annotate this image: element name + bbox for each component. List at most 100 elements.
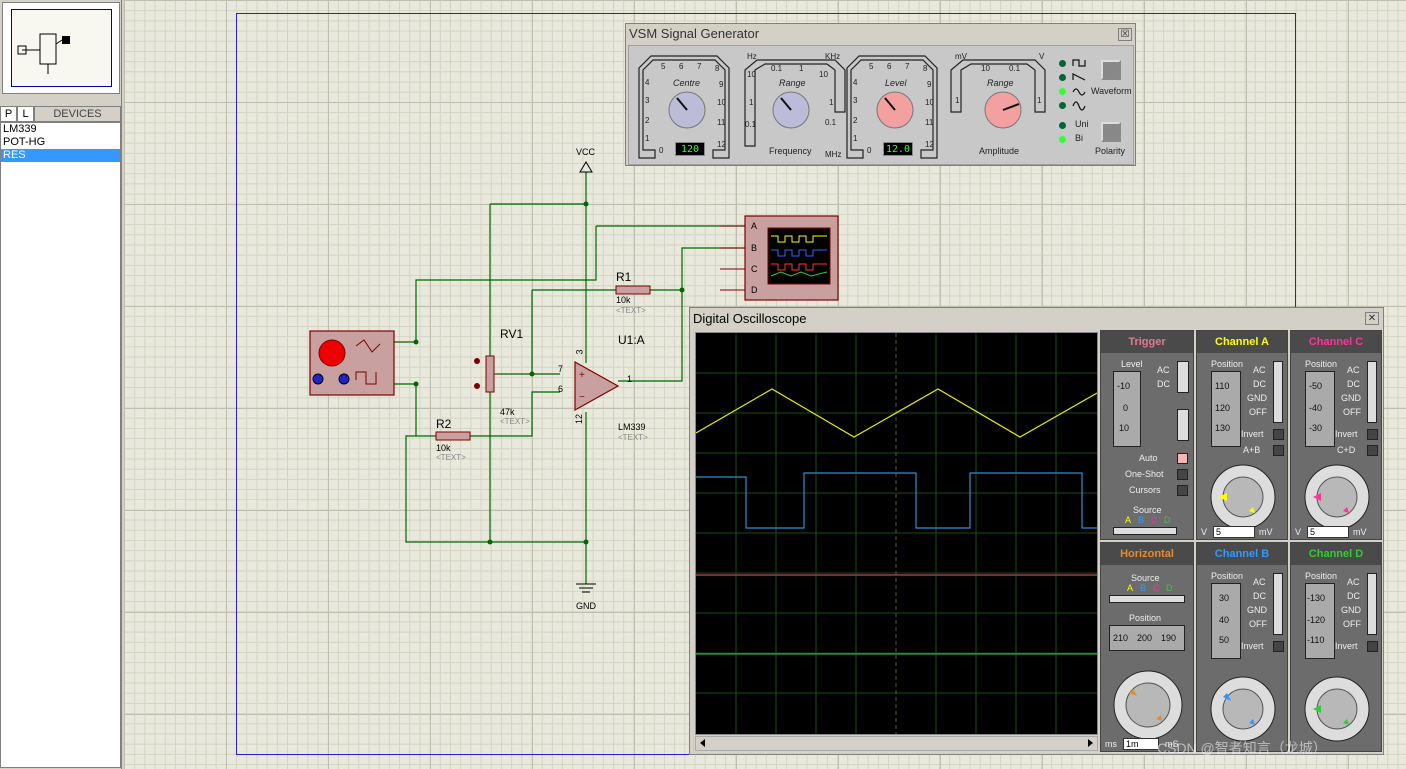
channel-b-coupling-switch[interactable] bbox=[1273, 573, 1283, 635]
signal-generator-title[interactable]: VSM Signal Generator bbox=[626, 24, 1135, 44]
channel-a-combine: A+B bbox=[1243, 445, 1261, 455]
trigger-source-slider[interactable] bbox=[1113, 527, 1177, 535]
waveform-button[interactable] bbox=[1101, 60, 1121, 80]
channel-c-invert-button[interactable] bbox=[1367, 429, 1378, 440]
channel-a-dc: DC bbox=[1253, 379, 1266, 389]
trigger-level-wheel[interactable] bbox=[1113, 371, 1141, 447]
channel-a-combine-button[interactable] bbox=[1273, 445, 1284, 456]
auto-button[interactable] bbox=[1177, 453, 1188, 464]
trigger-source-a[interactable]: A bbox=[1125, 515, 1132, 525]
channel-c-coupling-switch[interactable] bbox=[1367, 361, 1377, 423]
centre-tick-4: 4 bbox=[645, 78, 650, 87]
amp-tick-0-1: 0.1 bbox=[1009, 64, 1021, 73]
channel-c-combine-button[interactable] bbox=[1367, 445, 1378, 456]
channel-c-volts-input[interactable]: 5 bbox=[1307, 526, 1349, 538]
trigger-title: Trigger bbox=[1101, 331, 1193, 353]
channel-d-coupling-switch[interactable] bbox=[1367, 573, 1377, 635]
svg-text:+: + bbox=[579, 370, 585, 381]
channel-c-volts-dial[interactable] bbox=[1291, 455, 1383, 535]
horizontal-source-b[interactable]: B bbox=[1140, 583, 1147, 593]
channel-a-position-wheel[interactable] bbox=[1211, 371, 1241, 447]
overview-preview[interactable] bbox=[2, 2, 120, 94]
channel-c-position-label: Position bbox=[1305, 359, 1338, 369]
freq-units-hz: Hz bbox=[747, 52, 757, 61]
trigger-level-tick-neg10: -10 bbox=[1117, 381, 1131, 391]
channel-a-invert: Invert bbox=[1241, 429, 1264, 439]
r2-ref[interactable]: R2 bbox=[436, 417, 452, 431]
level-tick-5: 5 bbox=[869, 62, 874, 71]
channel-a-gnd: GND bbox=[1247, 393, 1267, 403]
trigger-level-tick-10: 10 bbox=[1119, 423, 1130, 433]
signal-generator-close-icon[interactable]: ☒ bbox=[1118, 28, 1132, 41]
horizontal-position-wheel[interactable] bbox=[1109, 625, 1185, 651]
channel-a-volts-input[interactable]: 5 bbox=[1213, 526, 1255, 538]
channel-a-title: Channel A bbox=[1197, 331, 1287, 353]
channel-b-invert-button[interactable] bbox=[1273, 641, 1284, 652]
u1-ref[interactable]: U1:A bbox=[618, 333, 645, 347]
oscilloscope-close-icon[interactable]: ✕ bbox=[1365, 312, 1379, 325]
device-item-pot-hg[interactable]: POT-HG bbox=[3, 136, 46, 148]
channel-a-volts-dial[interactable] bbox=[1197, 455, 1289, 535]
trigger-coupling-switch[interactable] bbox=[1177, 361, 1189, 393]
scope-pin-a: A bbox=[751, 221, 758, 231]
level-display: 12.0 bbox=[883, 142, 913, 156]
device-item-res[interactable]: RES bbox=[1, 149, 120, 162]
device-item-lm339[interactable]: LM339 bbox=[3, 123, 37, 135]
u1-pin1: 1 bbox=[627, 374, 633, 384]
rv1-value[interactable]: 47k bbox=[500, 407, 515, 417]
trigger-edge-switch[interactable] bbox=[1177, 409, 1189, 441]
channel-b-volts-dial[interactable] bbox=[1197, 667, 1289, 747]
horizontal-source-label: Source bbox=[1131, 573, 1160, 583]
channel-b-dc: DC bbox=[1253, 591, 1266, 601]
oscilloscope-title[interactable]: Digital Oscilloscope bbox=[693, 311, 807, 326]
scrollbar-arrows-icon bbox=[700, 739, 1093, 747]
r1-value[interactable]: 10k bbox=[616, 295, 631, 305]
r2-hint: <TEXT> bbox=[436, 453, 466, 462]
timebase-input[interactable]: 1m bbox=[1123, 738, 1159, 750]
channel-d-position-label: Position bbox=[1305, 571, 1338, 581]
oscilloscope-window[interactable]: Digital Oscilloscope ✕ Trigg bbox=[689, 307, 1384, 755]
channel-b-invert: Invert bbox=[1241, 641, 1264, 651]
level-tick-8: 8 bbox=[923, 64, 928, 73]
signal-generator-window[interactable]: VSM Signal Generator ☒ bbox=[625, 23, 1136, 166]
trigger-source-c[interactable]: C bbox=[1151, 515, 1158, 525]
frequency-label: Frequency bbox=[769, 146, 812, 156]
timebase-dial[interactable] bbox=[1101, 659, 1195, 749]
channel-d-volts-dial[interactable] bbox=[1291, 667, 1383, 747]
channel-a-invert-button[interactable] bbox=[1273, 429, 1284, 440]
horizontal-source-slider[interactable] bbox=[1109, 595, 1185, 603]
tab-pick[interactable]: P bbox=[0, 106, 17, 122]
centre-tick-7: 7 bbox=[697, 62, 702, 71]
polarity-button[interactable] bbox=[1101, 122, 1121, 142]
channel-a-coupling-switch[interactable] bbox=[1273, 361, 1283, 423]
channel-d-position-wheel[interactable] bbox=[1305, 583, 1335, 659]
oscilloscope-scrollbar[interactable] bbox=[695, 736, 1098, 751]
u1-value[interactable]: LM339 bbox=[618, 422, 646, 432]
rv1-ref[interactable]: RV1 bbox=[500, 327, 524, 341]
level-tick-9: 9 bbox=[927, 80, 932, 89]
r2-value[interactable]: 10k bbox=[436, 443, 451, 453]
channel-c-unit-left: V bbox=[1295, 527, 1302, 537]
channel-d-invert-button[interactable] bbox=[1367, 641, 1378, 652]
channel-b-position-wheel[interactable] bbox=[1211, 583, 1241, 659]
cursors-button[interactable] bbox=[1177, 485, 1188, 496]
oneshot-button[interactable] bbox=[1177, 469, 1188, 480]
centre-tick-6: 6 bbox=[679, 62, 684, 71]
level-label: Level bbox=[885, 78, 907, 88]
horizontal-source-a[interactable]: A bbox=[1127, 583, 1134, 593]
tab-library[interactable]: L bbox=[17, 106, 34, 122]
r1-ref[interactable]: R1 bbox=[616, 270, 632, 284]
oscilloscope-screen[interactable] bbox=[695, 332, 1098, 735]
channel-c-position-wheel[interactable] bbox=[1305, 371, 1335, 447]
device-tabs: P L DEVICES bbox=[0, 106, 121, 122]
trigger-source-d[interactable]: D bbox=[1164, 515, 1171, 525]
centre-tick-10: 10 bbox=[717, 98, 726, 107]
horizontal-source-c[interactable]: C bbox=[1153, 583, 1160, 593]
horizontal-source-d[interactable]: D bbox=[1166, 583, 1173, 593]
horizontal-pos-tick-210: 210 bbox=[1113, 633, 1129, 643]
device-list: LM339 POT-HG RES bbox=[0, 122, 121, 768]
watermark: CSDN @智者知言（龙城） bbox=[1157, 740, 1327, 756]
channel-c-panel: Channel C Position -50 -40 -30 AC DC GND… bbox=[1290, 330, 1382, 540]
trigger-source-b[interactable]: B bbox=[1138, 515, 1145, 525]
